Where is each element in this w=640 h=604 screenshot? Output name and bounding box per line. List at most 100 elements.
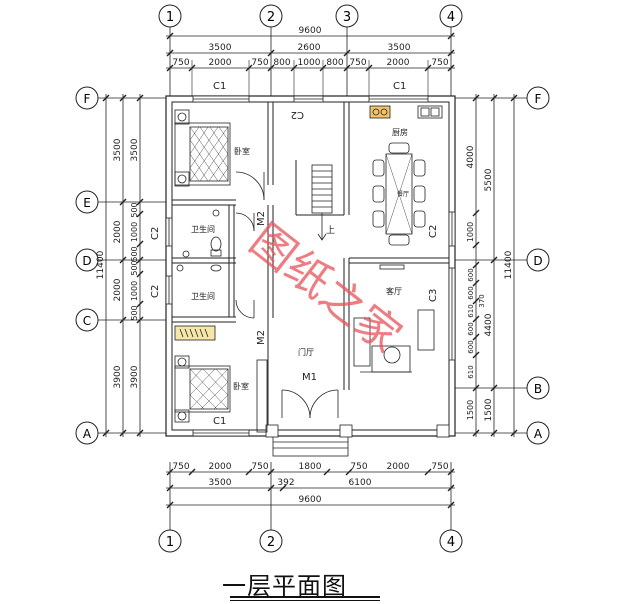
code-labels: C1 C1 C2 C2 C2 C2 C3 M2 M2 M1 C1 — [150, 81, 439, 427]
title-underline — [230, 596, 380, 598]
dim-right-in-600-b: 600 — [467, 286, 475, 299]
dim-right-in-600-c: 600 — [467, 322, 475, 335]
dim-bottom-6100: 6100 — [349, 478, 372, 488]
dim-left-in-3500: 3500 — [130, 138, 140, 161]
label-c3: C3 — [428, 289, 439, 302]
label-m2-b: M2 — [256, 330, 267, 345]
bed-bottom — [174, 355, 231, 423]
right-dim-text: 4000 1000 600 600 610 600 600 610 1500 3… — [466, 145, 514, 421]
kitchen-counter — [369, 105, 443, 119]
room-hall: 门厅 — [298, 347, 314, 357]
dim-right-in-610-a: 610 — [467, 304, 475, 317]
svg-text:A: A — [534, 427, 543, 441]
dim-top-2000-b: 2000 — [387, 58, 410, 68]
bottom-dim-text: 750 2000 750 1800 750 2000 750 3500 392 … — [172, 462, 448, 505]
doors — [235, 171, 339, 433]
dim-right-in-600-d: 600 — [467, 340, 475, 353]
axis-bottom-1: 1 — [158, 529, 182, 553]
axis-right-F: F — [455, 86, 550, 110]
label-c2-right: C2 — [428, 225, 439, 238]
dim-top-3500-b: 3500 — [388, 43, 411, 53]
room-kitchen: 厨房 — [392, 127, 408, 137]
room-bedroom-top: 卧室 — [234, 146, 250, 156]
room-bath-2: 卫生间 — [191, 291, 215, 301]
dim-right-in-600-a: 600 — [467, 268, 475, 281]
svg-text:4: 4 — [447, 10, 455, 25]
dim-top-800-b: 800 — [326, 58, 343, 68]
label-c1-top-right: C1 — [393, 81, 406, 92]
svg-text:3: 3 — [343, 10, 351, 25]
top-dim-text: 9600 3500 2600 3500 750 2000 750 800 100… — [172, 26, 448, 68]
svg-text:B: B — [534, 382, 542, 396]
axis-bottom-2: 2 — [259, 529, 283, 553]
axis-top-1: 1 — [158, 4, 182, 96]
svg-text:D: D — [533, 254, 542, 268]
dim-left-2000-a: 2000 — [113, 220, 123, 243]
dim-left-in-1000-a: 1000 — [130, 222, 139, 242]
dim-right-5500: 5500 — [484, 168, 494, 191]
axis-left-F: F — [75, 86, 166, 110]
dim-right-in-1000: 1000 — [466, 222, 475, 242]
dim-bottom-750-c: 750 — [350, 462, 367, 472]
axis-left-D: D — [75, 248, 166, 272]
room-living: 客厅 — [386, 286, 402, 296]
svg-text:F: F — [84, 92, 91, 106]
staircase — [311, 164, 333, 241]
dim-left-in-500-c: 500 — [130, 260, 139, 275]
label-c1-top-left: C1 — [213, 81, 226, 92]
svg-text:E: E — [83, 196, 91, 210]
dim-right-total: 11400 — [504, 250, 514, 279]
dim-left-3500: 3500 — [113, 138, 123, 161]
dim-left-in-500-a: 500 — [130, 202, 139, 217]
room-bath-1: 卫生间 — [191, 224, 215, 234]
label-c2-top: C2 — [291, 109, 304, 120]
axis-left-C: C — [75, 308, 166, 332]
axis-bottom-4: 4 — [439, 529, 463, 553]
left-dim-text: 11400 3500 2000 2000 3900 3500 500 1000 … — [96, 138, 140, 388]
svg-text:D: D — [82, 254, 91, 268]
svg-text:1: 1 — [166, 10, 174, 25]
room-dining: 餐厅 — [397, 190, 409, 198]
dim-top-3500-a: 3500 — [209, 43, 232, 53]
axis-top-3: 3 — [335, 4, 359, 96]
svg-text:4: 4 — [447, 535, 455, 550]
interior-walls — [172, 102, 449, 430]
axis-right-B: B — [455, 376, 550, 400]
label-c2-bath2: C2 — [150, 285, 161, 298]
dim-right-4400: 4400 — [484, 313, 494, 336]
svg-text:1: 1 — [166, 535, 174, 550]
dim-bottom-750-d: 750 — [431, 462, 448, 472]
axis-left-A: A — [75, 421, 166, 445]
left-dimensions — [102, 94, 144, 437]
entrance-porch — [265, 424, 450, 457]
top-dimensions — [166, 32, 455, 96]
dim-left-in-500-d: 500 — [130, 305, 139, 320]
dim-bottom-750-a: 750 — [172, 462, 189, 472]
dim-right-extra-370: 370 — [478, 294, 486, 307]
dim-top-750-a: 750 — [172, 58, 189, 68]
dim-left-in-3900: 3900 — [130, 365, 140, 388]
room-bedroom-bottom: 卧室 — [233, 381, 249, 391]
label-m2-a: M2 — [256, 211, 267, 226]
dim-left-3900: 3900 — [113, 365, 123, 388]
dim-left-in-500-b: 500 — [130, 246, 139, 261]
dim-top-1000: 1000 — [298, 58, 321, 68]
windows — [165, 95, 456, 437]
svg-text:2: 2 — [267, 10, 275, 25]
dim-top-800-a: 800 — [273, 58, 290, 68]
axis-top-2: 2 — [259, 4, 283, 96]
dim-top-2000-a: 2000 — [209, 58, 232, 68]
dim-bottom-2000-b: 2000 — [387, 462, 410, 472]
room-labels: 卧室 厨房 餐厅 卫生间 卫生间 客厅 门厅 卧室 上 — [191, 127, 409, 391]
axis-top-4: 4 — [439, 4, 463, 96]
bathroom-fixtures — [176, 209, 222, 272]
label-c2-bath1: C2 — [150, 227, 161, 240]
dim-top-750-c: 750 — [349, 58, 366, 68]
svg-text:C: C — [83, 314, 91, 328]
dim-top-750-b: 750 — [251, 58, 268, 68]
svg-text:2: 2 — [267, 535, 275, 550]
bed-top — [174, 109, 231, 187]
dim-bottom-392: 392 — [277, 478, 294, 488]
stair-up-label: 上 — [326, 225, 335, 236]
